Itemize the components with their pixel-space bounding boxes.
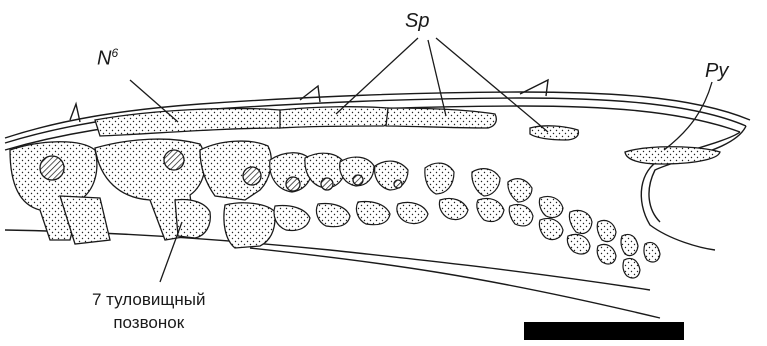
scale-bar	[524, 322, 684, 340]
label-sp: Sp	[405, 10, 429, 33]
spine-rod-1	[95, 108, 288, 136]
label-n6-main: N	[97, 48, 111, 70]
label-vertebra: 7 туловищный позвонок	[92, 288, 205, 334]
label-py: Py	[705, 60, 728, 83]
label-vertebra-line1: 7 туловищный	[92, 288, 205, 311]
spine-rod-4	[530, 126, 578, 140]
anterior-vertebrae	[10, 139, 275, 248]
label-n6: N6	[97, 46, 118, 71]
spine-rods	[95, 107, 578, 140]
pygostyle	[625, 147, 720, 164]
label-n6-sup: 6	[111, 46, 118, 60]
leader-sp-1	[336, 38, 418, 114]
caudal-vertebrae	[270, 153, 660, 278]
leader-py	[664, 82, 712, 150]
label-vertebra-line2: позвонок	[92, 311, 205, 334]
spine-rod-2	[280, 107, 390, 128]
leader-sp-2	[428, 40, 446, 116]
spine-rod-3	[386, 108, 496, 128]
